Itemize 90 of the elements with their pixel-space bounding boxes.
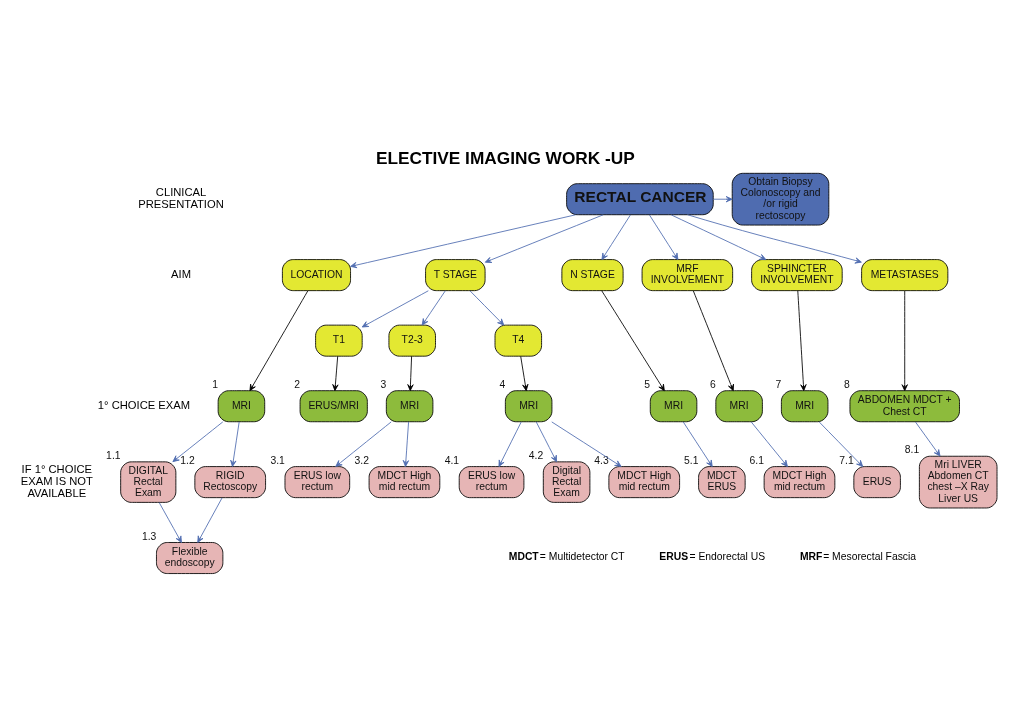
node-label: 1.2 xyxy=(180,454,195,466)
arrow xyxy=(402,421,410,467)
node-box: T STAGE xyxy=(425,259,486,292)
node-box: RECTAL CANCER xyxy=(566,183,714,216)
node-box: MRI xyxy=(504,390,553,423)
node-box: MDCT High mid rectum xyxy=(368,466,441,499)
node-box: MRI xyxy=(780,390,829,423)
node-label: 3 xyxy=(380,378,387,390)
node-box: MRF INVOLVEMENT xyxy=(641,259,734,292)
node-label: 4 xyxy=(499,378,506,390)
node-box: T2-3 xyxy=(388,324,436,357)
node-box: ERUS/MRI xyxy=(299,390,368,423)
node-box: ERUS low rectum xyxy=(458,466,525,499)
node-box: ABDOMEN MDCT + Chest CT xyxy=(849,390,960,423)
node-box: MDCT ERUS xyxy=(698,466,746,499)
node-box: N STAGE xyxy=(561,259,624,292)
node-label: 1.1 xyxy=(106,449,121,461)
node-box: Flexible endoscopy xyxy=(156,542,224,574)
diagram-title: ELECTIVE IMAGING WORK -UP xyxy=(375,147,635,168)
node-label: 1.3 xyxy=(141,530,157,542)
node-label: 2 xyxy=(294,378,300,390)
arrow xyxy=(682,421,713,467)
node-box: ERUS xyxy=(853,466,901,499)
arrow xyxy=(797,290,807,392)
node-box: MDCT High mid rectum xyxy=(763,466,836,499)
node-box: RIGID Rectoscopy xyxy=(194,466,266,499)
node-box: SPHINCTER INVOLVEMENT xyxy=(751,259,843,292)
arrow xyxy=(535,421,558,463)
arrow xyxy=(197,497,223,543)
node-box: ERUS low rectum xyxy=(284,466,351,499)
arrow xyxy=(407,355,414,392)
arrow xyxy=(421,290,446,326)
node-box: Digital Rectal Exam xyxy=(542,461,591,503)
node-box: MRI xyxy=(217,390,266,423)
node-label: 3.2 xyxy=(354,454,369,466)
label: MDCT= Multidetector CT xyxy=(508,550,625,562)
node-label: 5.1 xyxy=(684,454,699,466)
arrow xyxy=(230,421,240,467)
arrow xyxy=(687,214,862,264)
label: IF 1° CHOICE EXAM IS NOT AVAILABLE xyxy=(20,462,93,500)
node-label: 1 xyxy=(212,378,218,390)
arrow xyxy=(249,290,309,392)
node-box: Obtain Biopsy Colonoscopy and /or rigid rectoscopy xyxy=(731,172,830,226)
node-label: 4.2 xyxy=(528,449,544,461)
arrow xyxy=(692,290,734,392)
node-box: MDCT High mid rectum xyxy=(608,466,681,499)
label: AIM xyxy=(171,268,191,281)
node-box: LOCATION xyxy=(281,259,351,292)
arrow xyxy=(158,502,182,543)
node-label: 6 xyxy=(709,378,716,390)
node-label: 4.3 xyxy=(594,454,609,466)
node-box: MRI xyxy=(649,390,698,423)
arrow xyxy=(469,290,505,326)
label: 1° CHOICE EXAM xyxy=(97,399,191,412)
arrow xyxy=(601,214,631,260)
label: ERUS= Endorectal US xyxy=(659,550,766,562)
node-label: 8.1 xyxy=(904,444,920,456)
arrow xyxy=(350,214,577,269)
arrow xyxy=(649,214,679,260)
label: CLINICAL PRESENTATION xyxy=(138,186,224,211)
arrow xyxy=(915,421,941,457)
node-label: 6.1 xyxy=(749,454,764,466)
node-box: T4 xyxy=(494,324,542,357)
node-box: MRI xyxy=(385,390,434,423)
node-box: DIGITAL Rectal Exam xyxy=(120,461,177,503)
arrow xyxy=(498,421,522,467)
arrow xyxy=(901,290,908,392)
node-box: Mri LIVER Abdomen CT chest –X Ray Liver US xyxy=(918,455,998,509)
arrow xyxy=(520,355,529,392)
arrow xyxy=(484,214,604,263)
node-box: MRI xyxy=(715,390,763,423)
arrow xyxy=(335,421,392,467)
node-label: 4.1 xyxy=(444,454,460,466)
arrow xyxy=(818,421,864,467)
node-box: METASTASES xyxy=(861,259,949,292)
node-label: 7 xyxy=(775,378,782,390)
node-box: T1 xyxy=(315,324,363,357)
arrow xyxy=(750,421,788,467)
node-label: 3.1 xyxy=(270,454,285,466)
arrow xyxy=(361,290,429,328)
label: MRF= Mesorectal Fascia xyxy=(799,550,917,562)
arrow xyxy=(670,214,767,260)
arrow xyxy=(172,421,224,463)
node-label: 8 xyxy=(844,378,850,390)
arrow xyxy=(332,355,339,392)
arrow xyxy=(712,196,733,203)
node-label: 5 xyxy=(644,378,651,390)
node-label: 7.1 xyxy=(839,454,854,466)
arrow xyxy=(601,290,665,392)
arrow xyxy=(551,421,622,467)
